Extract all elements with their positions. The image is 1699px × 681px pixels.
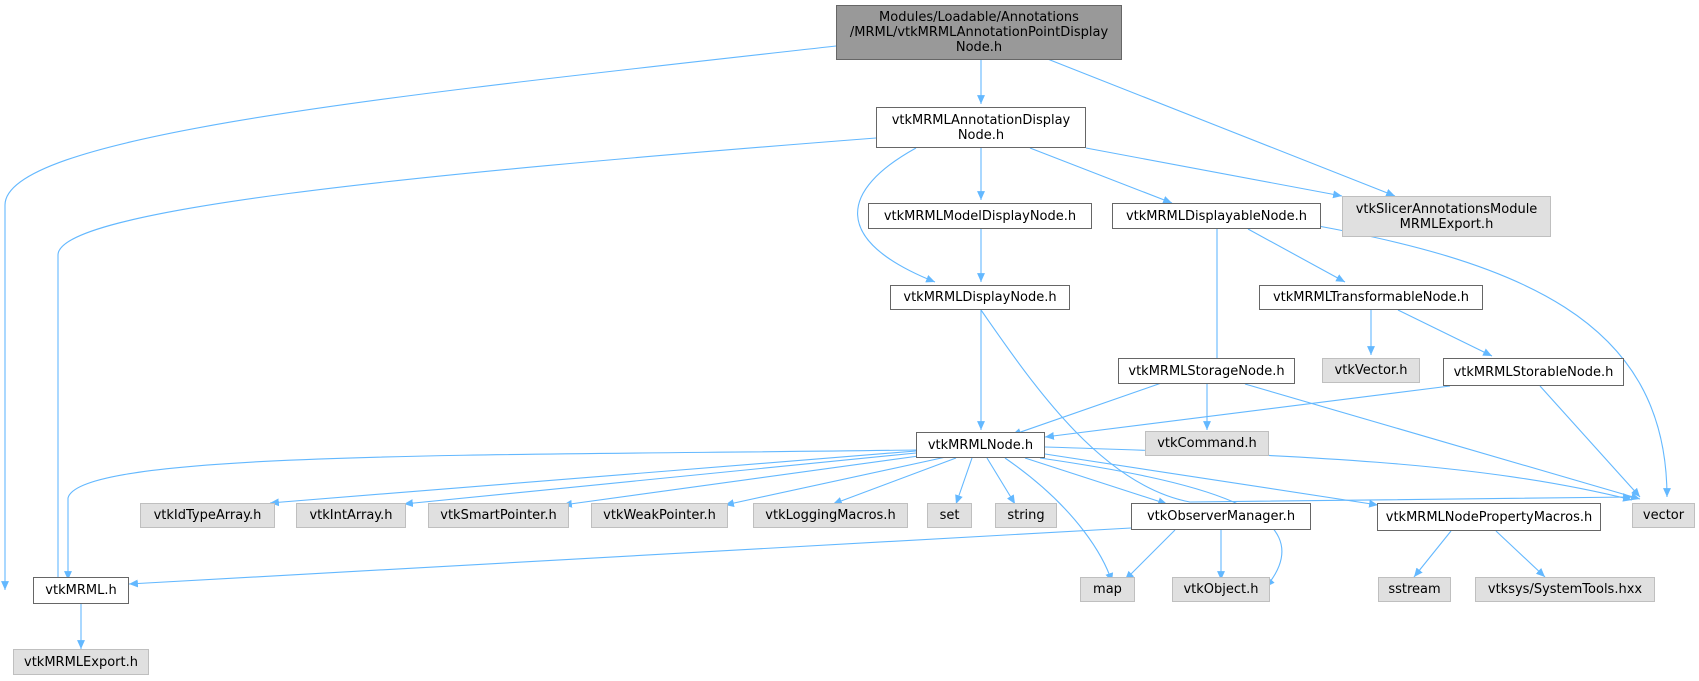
node-property-macros[interactable]: vtkMRMLNodePropertyMacros.h bbox=[1377, 503, 1601, 531]
edge-mrml-node-to-weak-pointer bbox=[724, 456, 947, 507]
edge-mrml-node-to-map bbox=[1004, 457, 1114, 583]
node-map: map bbox=[1080, 577, 1135, 602]
node-displayable[interactable]: vtkMRMLDisplayableNode.h bbox=[1112, 203, 1321, 229]
edge-storable-to-vector bbox=[1539, 385, 1641, 498]
node-transformable[interactable]: vtkMRMLTransformableNode.h bbox=[1259, 285, 1483, 310]
edge-storage-to-vector bbox=[1244, 383, 1641, 501]
node-vtk-object: vtkObject.h bbox=[1172, 577, 1270, 602]
node-model-display[interactable]: vtkMRMLModelDisplayNode.h bbox=[868, 203, 1092, 229]
edge-observer-manager-to-vtk-mrml bbox=[128, 527, 1132, 588]
edge-mrml-node-to-vtk-mrml bbox=[64, 449, 917, 580]
node-storage[interactable]: vtkMRMLStorageNode.h bbox=[1118, 358, 1295, 384]
node-mrml-node[interactable]: vtkMRMLNode.h bbox=[916, 432, 1045, 458]
edge-mrml-node-to-int-array bbox=[403, 452, 917, 508]
edge-annotation-display-to-displayable bbox=[1029, 147, 1173, 204]
node-observer-manager[interactable]: vtkObserverManager.h bbox=[1131, 503, 1311, 530]
node-smart-pointer: vtkSmartPointer.h bbox=[428, 503, 569, 528]
node-id-type-array: vtkIdTypeArray.h bbox=[140, 503, 275, 528]
node-storable[interactable]: vtkMRMLStorableNode.h bbox=[1443, 358, 1624, 386]
edge-mrml-node-to-id-type-array bbox=[269, 450, 917, 507]
node-system-tools: vtksys/SystemTools.hxx bbox=[1475, 577, 1655, 602]
edge-display-to-vector bbox=[980, 309, 1633, 503]
node-weak-pointer: vtkWeakPointer.h bbox=[591, 503, 728, 528]
edge-root-to-vtk-mrml bbox=[1, 45, 837, 590]
node-sstream: sstream bbox=[1378, 577, 1451, 602]
node-slicer-export: vtkSlicerAnnotationsModule MRMLExport.h bbox=[1342, 196, 1551, 237]
node-logging-macros: vtkLoggingMacros.h bbox=[753, 503, 908, 528]
edge-displayable-to-transformable bbox=[1247, 228, 1346, 283]
edge-mrml-node-to-set bbox=[955, 457, 973, 505]
edge-mrml-node-to-smart-pointer bbox=[562, 454, 927, 508]
edge-mrml-node-to-vtk-object bbox=[1039, 457, 1283, 588]
node-mrml-export: vtkMRMLExport.h bbox=[13, 649, 149, 675]
edge-property-macros-to-system-tools bbox=[1495, 530, 1546, 578]
node-display[interactable]: vtkMRMLDisplayNode.h bbox=[890, 285, 1070, 310]
edge-mrml-node-to-property-macros bbox=[1044, 453, 1379, 508]
node-set: set bbox=[927, 503, 972, 528]
edge-annotation-display-to-slicer-export bbox=[1085, 147, 1343, 199]
node-string: string bbox=[995, 503, 1057, 528]
edge-mrml-node-to-logging-macros bbox=[832, 457, 957, 505]
node-vtk-vector: vtkVector.h bbox=[1322, 358, 1420, 383]
edge-root-to-slicer-export bbox=[1044, 57, 1396, 197]
node-vtk-mrml[interactable]: vtkMRML.h bbox=[33, 577, 129, 604]
edge-storable-to-mrml-node bbox=[1044, 385, 1451, 440]
edge-observer-manager-to-map bbox=[1124, 529, 1176, 581]
node-int-array: vtkIntArray.h bbox=[296, 503, 406, 528]
edge-annotation-display-to-display bbox=[857, 147, 936, 283]
edge-mrml-node-to-string bbox=[986, 457, 1016, 505]
edge-storage-to-mrml-node bbox=[1011, 379, 1171, 436]
edge-property-macros-to-sstream bbox=[1413, 530, 1452, 578]
node-root-header: Modules/Loadable/Annotations /MRML/vtkMR… bbox=[836, 5, 1122, 60]
node-vector: vector bbox=[1632, 503, 1695, 528]
node-annotation-display[interactable]: vtkMRMLAnnotationDisplay Node.h bbox=[876, 107, 1086, 148]
edge-mrml-node-to-observer-manager bbox=[1024, 457, 1168, 506]
node-vtk-command: vtkCommand.h bbox=[1145, 431, 1269, 456]
edge-displayable-to-vector bbox=[1289, 220, 1671, 498]
edge-annotation-display-to-vtk-mrml bbox=[54, 137, 877, 590]
edge-transformable-to-storable bbox=[1397, 309, 1493, 357]
